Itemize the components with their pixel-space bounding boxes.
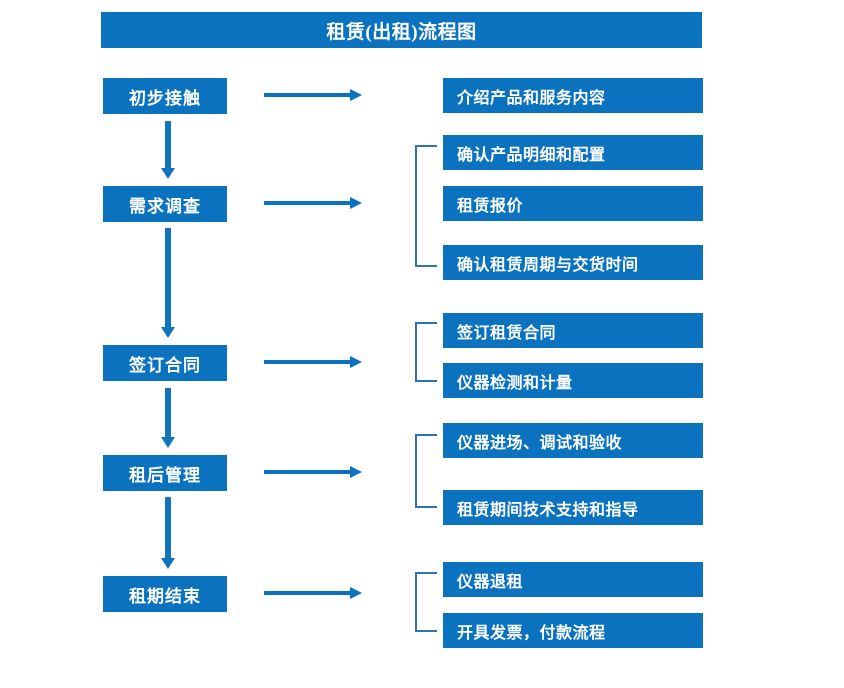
arrow-shaft xyxy=(165,121,171,168)
arrow-down-icon xyxy=(160,497,176,569)
arrow-head xyxy=(161,558,175,569)
detail-box[interactable]: 介绍产品和服务内容 xyxy=(443,78,703,113)
arrow-right-icon xyxy=(264,586,362,600)
bracket-end-group xyxy=(415,572,437,632)
bracket-contract-group xyxy=(415,322,437,382)
stage-box[interactable]: 初步接触 xyxy=(103,78,227,114)
stage-box[interactable]: 需求调查 xyxy=(103,186,227,222)
detail-box[interactable]: 租赁报价 xyxy=(443,186,703,221)
detail-box[interactable]: 签订租赁合同 xyxy=(443,313,703,348)
arrow-head xyxy=(161,437,175,448)
arrow-head xyxy=(350,89,362,101)
arrow-shaft xyxy=(165,497,171,558)
page-title: 租赁(出租)流程图 xyxy=(101,12,702,48)
detail-box[interactable]: 确认产品明细和配置 xyxy=(443,135,703,170)
detail-box[interactable]: 仪器检测和计量 xyxy=(443,363,703,398)
arrow-right-icon xyxy=(264,465,362,479)
arrow-right-icon xyxy=(264,355,362,369)
detail-box[interactable]: 租赁期间技术支持和指导 xyxy=(443,490,703,525)
arrow-shaft xyxy=(165,228,171,327)
detail-box[interactable]: 确认租赁周期与交货时间 xyxy=(443,245,703,280)
stage-box[interactable]: 租后管理 xyxy=(103,455,227,491)
arrow-shaft xyxy=(264,591,352,595)
stage-box[interactable]: 签订合同 xyxy=(103,345,227,381)
arrow-down-icon xyxy=(160,388,176,448)
arrow-right-icon xyxy=(264,88,362,102)
arrow-head xyxy=(350,466,362,478)
bracket-post-rental-group xyxy=(415,434,437,508)
arrow-down-icon xyxy=(160,228,176,338)
detail-box[interactable]: 开具发票，付款流程 xyxy=(443,613,703,648)
arrow-head xyxy=(350,356,362,368)
arrow-down-icon xyxy=(160,121,176,179)
arrow-shaft xyxy=(264,93,352,97)
arrow-shaft xyxy=(264,470,352,474)
arrow-head xyxy=(161,327,175,338)
arrow-shaft xyxy=(264,360,352,364)
arrow-right-icon xyxy=(264,196,362,210)
arrow-head xyxy=(350,197,362,209)
bracket-requirement-group xyxy=(415,145,437,267)
arrow-head xyxy=(161,168,175,179)
stage-box[interactable]: 租期结束 xyxy=(103,576,227,612)
detail-box[interactable]: 仪器进场、调试和验收 xyxy=(443,423,703,458)
arrow-shaft xyxy=(165,388,171,437)
arrow-head xyxy=(350,587,362,599)
detail-box[interactable]: 仪器退租 xyxy=(443,562,703,597)
arrow-shaft xyxy=(264,201,352,205)
